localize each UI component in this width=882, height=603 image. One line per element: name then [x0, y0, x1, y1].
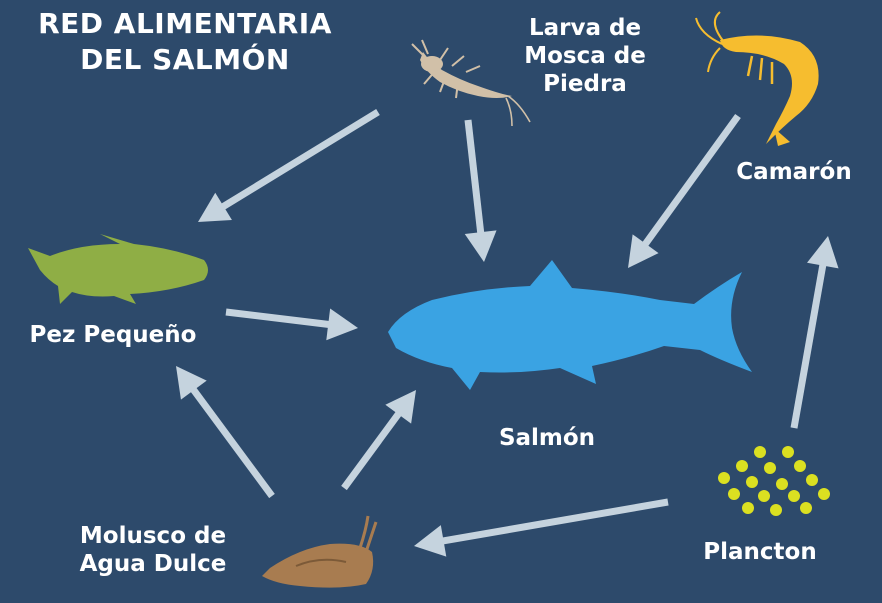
label-pez-pequeno: Pez Pequeño — [29, 322, 197, 348]
arrow-shaft-1 — [464, 119, 485, 235]
label-larva-line-3: Piedra — [543, 71, 627, 97]
label-salmon: Salmón — [498, 425, 596, 451]
plankton-icon — [718, 446, 830, 516]
small-fish-icon — [28, 234, 208, 304]
label-molusco-line-1: Molusco de — [79, 523, 227, 549]
arrow-shaft-3 — [225, 308, 331, 329]
label-molusco-line-2: Agua Dulce — [79, 551, 227, 577]
title-line-2: DEL SALMÓN — [80, 43, 290, 76]
stonefly-larva-icon — [411, 39, 531, 127]
arrows-group — [176, 109, 839, 557]
arrow-head-4 — [176, 366, 207, 400]
label-plancton: Plancton — [703, 539, 817, 565]
label-molusco: Molusco de Agua Dulce — [48, 522, 258, 578]
shrimp-icon — [695, 11, 819, 146]
arrow-shaft-5 — [341, 410, 403, 491]
diagram-title: RED ALIMENTARIA DEL SALMÓN — [0, 6, 376, 78]
arrow-head-7 — [414, 525, 447, 557]
arrow-head-1 — [464, 230, 497, 262]
label-camaron: Camarón — [736, 159, 852, 185]
arrow-head-2 — [628, 234, 659, 268]
title-line-1: RED ALIMENTARIA — [38, 7, 332, 40]
label-larva-line-2: Mosca de — [524, 43, 646, 69]
label-stonefly-larva: Larva de Mosca de Piedra — [490, 14, 680, 98]
arrow-shaft-0 — [220, 109, 380, 211]
arrow-head-3 — [326, 308, 358, 341]
arrow-head-6 — [807, 236, 839, 269]
arrow-shaft-4 — [189, 386, 275, 499]
snail-icon — [262, 515, 378, 588]
label-larva-line-1: Larva de — [528, 15, 642, 41]
salmon-icon — [388, 260, 752, 390]
arrow-shaft-2 — [641, 113, 741, 248]
arrow-head-0 — [198, 192, 232, 222]
arrow-shaft-6 — [790, 262, 827, 429]
arrow-shaft-7 — [440, 498, 669, 545]
arrow-head-5 — [385, 390, 416, 424]
